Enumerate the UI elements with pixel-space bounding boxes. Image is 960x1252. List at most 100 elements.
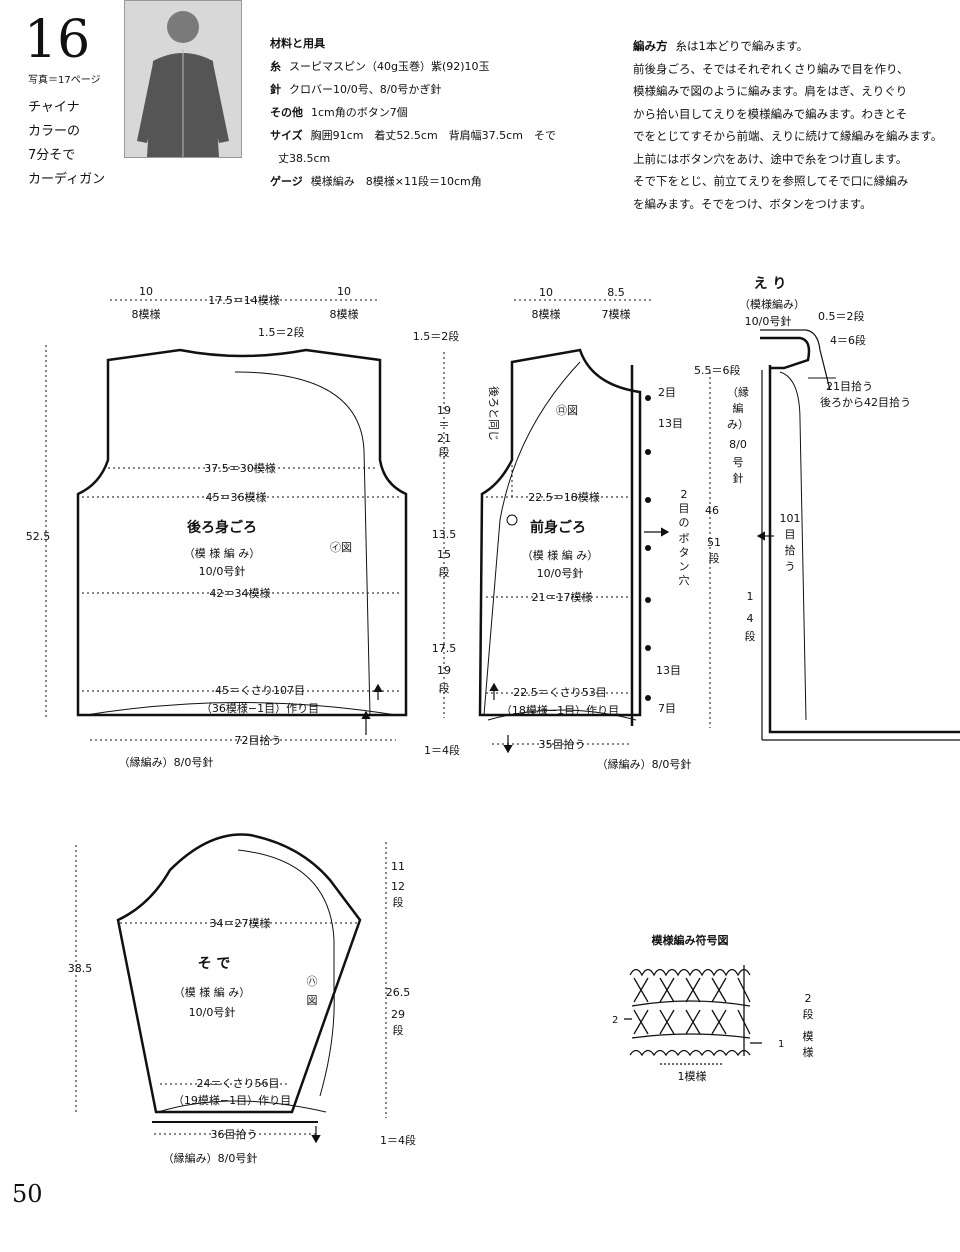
chart-title: 模様編み符号図 <box>652 933 729 947</box>
front-body-diagram <box>478 299 670 754</box>
collar-title: え り <box>754 276 787 292</box>
svg-text:2: 2 <box>805 992 812 1005</box>
svg-text:0.5＝2段: 0.5＝2段 <box>818 309 865 323</box>
instruction-line: でをとじてすそから前端、えりに続けて縁編みを編みます。 <box>633 129 943 143</box>
svg-text:の: の <box>679 516 690 529</box>
svg-text:2: 2 <box>612 1015 618 1026</box>
svg-text:様: 様 <box>803 1045 814 1059</box>
svg-text:8/0: 8/0 <box>729 438 747 451</box>
svg-text:1＝4段: 1＝4段 <box>380 1133 416 1147</box>
svg-text:図: 図 <box>307 994 318 1007</box>
svg-text:段: 段 <box>745 629 756 643</box>
svg-text:（36模様−1目）作り目: （36模様−1目）作り目 <box>201 701 319 715</box>
svg-text:19: 19 <box>437 664 451 677</box>
svg-text:17.5: 17.5 <box>432 642 457 655</box>
instruction-line: 前後身ごろ、そではそれぞれくさり編みで目を作り、 <box>633 61 909 76</box>
materials-block: 材料と用具 糸スーピマスピン（40g玉巻）紫(92)10玉 針クロバー10/0号… <box>270 32 556 193</box>
svg-text:段: 段 <box>439 681 450 695</box>
svg-text:段: 段 <box>709 551 720 565</box>
svg-text:15: 15 <box>437 548 451 561</box>
svg-text:22.5＝18模様: 22.5＝18模様 <box>528 490 600 504</box>
svg-text:段: 段 <box>393 1023 404 1037</box>
collar-diagram <box>709 329 960 741</box>
svg-text:21: 21 <box>437 432 451 445</box>
svg-text:22.5＝くさり53目: 22.5＝くさり53目 <box>513 686 607 699</box>
svg-text:12: 12 <box>391 880 405 893</box>
svg-text:10/0号針: 10/0号針 <box>537 566 584 580</box>
front-button-loops <box>645 395 651 701</box>
svg-text:72目拾う: 72目拾う <box>235 733 282 747</box>
svg-text:段: 段 <box>393 895 404 909</box>
svg-text:（模 様 編 み）: （模 様 編 み） <box>184 546 261 560</box>
materials-row: 丈38.5cm <box>278 152 331 165</box>
materials-row: サイズ胸囲91cm 着丈52.5cm 背肩幅37.5cm そで <box>270 129 556 142</box>
front-title: 前身ごろ <box>530 519 586 536</box>
svg-text:7模様: 7模様 <box>602 307 631 321</box>
svg-text:後ろと同じ: 後ろと同じ <box>487 386 501 441</box>
svg-text:1: 1 <box>778 1039 784 1050</box>
svg-text:10/0号針: 10/0号針 <box>189 1005 236 1019</box>
svg-text:み）: み） <box>727 418 749 431</box>
svg-text:㋑図: ㋑図 <box>330 541 352 554</box>
svg-text:目: 目 <box>785 528 796 541</box>
svg-text:13目: 13目 <box>656 664 681 677</box>
svg-text:＝: ＝ <box>439 418 450 431</box>
svg-text:ボ: ボ <box>679 532 690 545</box>
svg-text:13.5: 13.5 <box>432 528 457 541</box>
instruction-line: から拾い目してえりを模様編みで編みます。わきとそ <box>633 106 908 121</box>
sleeve-labels: 34＝27模様 そ で （模 様 編 み） 10/0号針 ㋩ 図 24＝くさり5… <box>68 860 416 1165</box>
svg-text:24＝くさり56目: 24＝くさり56目 <box>197 1077 280 1090</box>
svg-text:編: 編 <box>733 401 744 415</box>
back-body-diagram <box>45 299 408 741</box>
svg-text:タ: タ <box>679 546 690 559</box>
sleeve-diagram <box>75 833 387 1144</box>
svg-text:38.5: 38.5 <box>68 962 93 975</box>
svg-text:段: 段 <box>803 1007 814 1021</box>
svg-text:10: 10 <box>139 285 153 298</box>
svg-text:2目: 2目 <box>658 386 676 399</box>
svg-text:21＝17模様: 21＝17模様 <box>532 590 593 604</box>
svg-text:10/0号針: 10/0号針 <box>199 564 246 578</box>
svg-text:（縁編み）8/0号針: （縁編み）8/0号針 <box>119 755 214 769</box>
svg-text:36目拾う: 36目拾う <box>211 1127 258 1141</box>
svg-text:17.5＝14模様: 17.5＝14模様 <box>208 293 280 307</box>
svg-text:5.5＝6段: 5.5＝6段 <box>694 363 741 377</box>
svg-text:13目: 13目 <box>658 417 683 430</box>
back-title: 後ろ身ごろ <box>187 519 257 536</box>
svg-text:26.5: 26.5 <box>386 986 411 999</box>
svg-text:8模様: 8模様 <box>532 307 561 321</box>
svg-text:模: 模 <box>803 1030 814 1043</box>
model-silhouette-icon <box>137 11 229 157</box>
pattern-title: チャイナ カラーの 7分そで カーディガン <box>28 96 105 192</box>
pattern-number: 16 <box>24 10 91 70</box>
svg-text:1.5＝2段: 1.5＝2段 <box>413 329 460 343</box>
title-line: カラーの <box>28 124 81 139</box>
svg-text:後ろから42目拾う: 後ろから42目拾う <box>820 395 911 409</box>
svg-text:46: 46 <box>705 504 719 517</box>
svg-text:目: 目 <box>679 502 690 515</box>
svg-text:1: 1 <box>747 590 754 603</box>
materials-row: 針クロバー10/0号、8/0号かぎ針 <box>270 83 442 96</box>
svg-text:4＝6段: 4＝6段 <box>830 333 866 347</box>
svg-text:51: 51 <box>707 536 721 549</box>
svg-text:段: 段 <box>439 565 450 579</box>
svg-text:35目拾う: 35目拾う <box>539 737 586 751</box>
back-labels: 10 8模様 17.5＝14模様 10 8模様 1.5＝2段 37.5＝30模様… <box>26 285 359 769</box>
svg-text:2: 2 <box>681 488 688 501</box>
svg-text:1.5＝2段: 1.5＝2段 <box>258 325 305 339</box>
collar-labels: え り （模様編み） 10/0号針 0.5＝2段 4＝6段 5.5＝6段 21目… <box>694 276 911 643</box>
svg-text:10/0号針: 10/0号針 <box>745 314 792 328</box>
materials-row: ゲージ模様編み 8模様×11段＝10cm角 <box>270 175 482 188</box>
title-line: チャイナ <box>28 100 80 115</box>
stitch-symbols-icon <box>624 965 762 1065</box>
svg-text:針: 針 <box>733 471 744 485</box>
svg-text:拾: 拾 <box>785 543 796 557</box>
svg-text:52.5: 52.5 <box>26 530 51 543</box>
svg-text:101: 101 <box>780 512 801 525</box>
svg-text:（縁編み）8/0号針: （縁編み）8/0号針 <box>597 757 692 771</box>
svg-text:19: 19 <box>437 404 451 417</box>
title-line: 7分そで <box>28 148 76 163</box>
